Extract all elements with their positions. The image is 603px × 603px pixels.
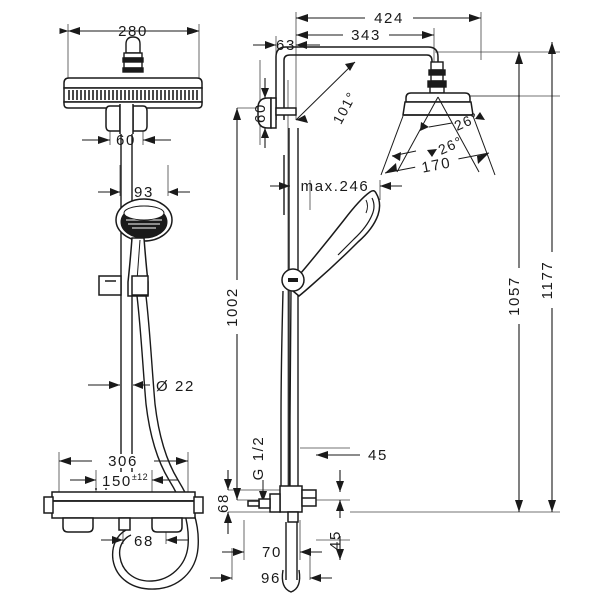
wall-bracket-side <box>257 97 297 129</box>
overall-extension-lines <box>350 95 560 513</box>
handshower-holder-front <box>98 275 149 296</box>
dim-valve-depth-top: 45 <box>316 447 388 492</box>
view-front: 280 <box>43 23 204 590</box>
dim-thread: G 1/2 <box>250 436 267 502</box>
dim-head-face: 170 <box>384 152 490 177</box>
dim-label-overhead-width: 280 <box>118 23 148 40</box>
dim-label-bar-diameter: Ø 22 <box>156 378 195 395</box>
dim-wall-to-riser: 63 <box>253 37 320 54</box>
dim-label-valve-depth-bottom: 45 <box>327 530 344 550</box>
dim-hose-outlet: 68 <box>101 533 188 550</box>
dim-label-handshower-projection: max.246 <box>301 178 370 195</box>
dim-label-arm-total: 424 <box>374 10 404 27</box>
riser-pipe-front <box>120 134 133 472</box>
dim-label-head-face: 170 <box>420 154 453 176</box>
dim-label-base-depth: 96 <box>261 570 281 587</box>
dim-label-head-height: 1057 <box>506 276 523 316</box>
overall-heights: 1057 1177 <box>350 42 560 513</box>
dim-head-tilt-right: 26° <box>420 109 485 134</box>
outlet-pipe-side <box>281 522 301 593</box>
dim-overhead-width: 280 <box>59 23 200 40</box>
spray-cone-geometry <box>380 96 496 176</box>
dim-riser-height: 1002 <box>224 108 245 500</box>
dim-handshower-projection: max.246 <box>270 178 402 195</box>
dim-bracket-depth: 60 <box>252 78 269 148</box>
shower-hose-side <box>280 290 292 500</box>
dim-label-inlet-centers: 150±12 <box>102 472 148 490</box>
dim-label-bracket-depth: 60 <box>252 103 269 123</box>
dim-label-valve-inlet-drop: 68 <box>215 493 232 513</box>
dim-head-height: 1057 <box>506 52 527 512</box>
thermostat-body-front <box>43 491 204 533</box>
dim-label-handshower-width: 93 <box>134 184 154 201</box>
thermostat-body-side <box>247 485 317 523</box>
shower-arm-side <box>275 46 439 120</box>
dim-arm-total: 424 <box>296 10 481 27</box>
dim-outlet-depth: 70 <box>222 544 322 561</box>
dim-inlet-centers: 150±12 <box>70 472 178 490</box>
dim-label-bracket-width: 60 <box>116 132 136 149</box>
dim-arm-angle: 101° <box>295 61 360 127</box>
dim-label-wall-to-riser: 63 <box>276 37 296 54</box>
dim-label-arm-to-head: 343 <box>351 27 381 44</box>
dim-valve-width: 306 <box>59 453 188 470</box>
dim-arm-to-head: 343 <box>296 27 434 44</box>
overhead-shower-side <box>402 61 474 116</box>
dim-label-outlet-depth: 70 <box>262 544 282 561</box>
dim-label-riser-height: 1002 <box>224 287 241 327</box>
dim-label-total-height: 1177 <box>539 261 556 300</box>
dim-label-thread: G 1/2 <box>250 436 267 481</box>
dim-base-depth: 96 <box>210 570 332 587</box>
dim-label-hose-outlet: 68 <box>134 533 154 550</box>
dim-handshower-width: 93 <box>98 184 190 201</box>
dim-label-valve-width: 306 <box>108 453 138 470</box>
dim-bar-diameter: Ø 22 <box>88 378 195 395</box>
view-side: 424 343 63 <box>210 10 560 593</box>
dim-valve-inlet-drop: 68 <box>215 470 232 534</box>
shower-hose-front <box>111 295 200 590</box>
overhead-spray-plate <box>68 90 198 100</box>
dim-total-height: 1177 <box>539 42 560 512</box>
dim-label-arm-angle: 101° <box>329 89 359 127</box>
riser-bracket-front <box>105 104 148 134</box>
dim-label-valve-depth-top: 45 <box>368 447 388 464</box>
dim-label-head-tilt-left: 26° <box>436 133 466 158</box>
handshower-holder-side <box>281 268 305 292</box>
dim-valve-depth-bottom: 45 <box>327 500 344 560</box>
dim-bracket-width: 60 <box>82 132 171 149</box>
